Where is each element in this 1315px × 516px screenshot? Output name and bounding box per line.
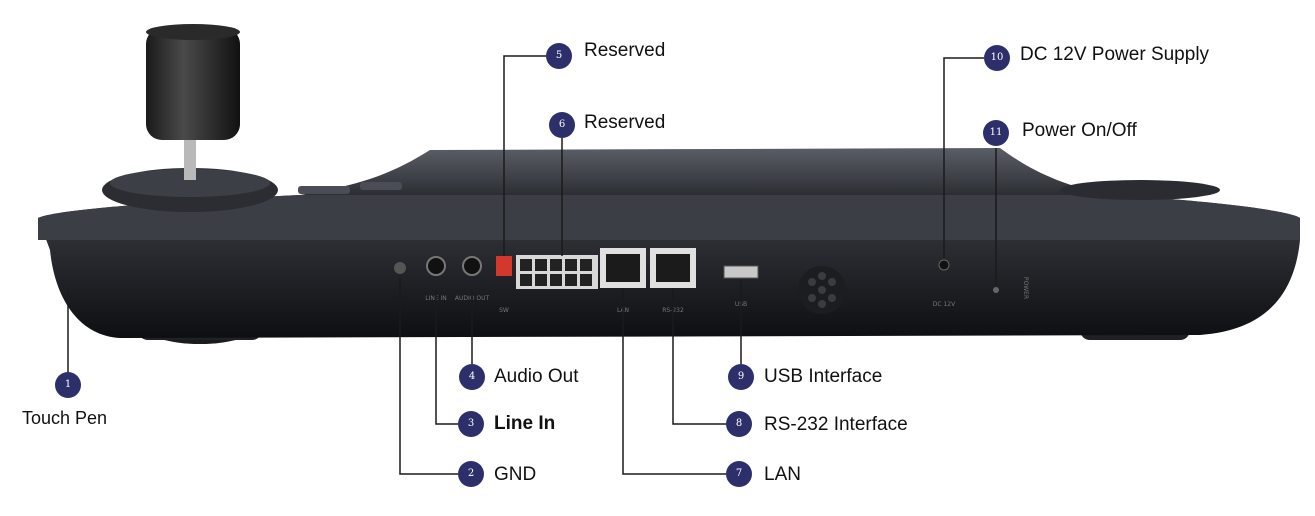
callout-8-badge: 8 <box>726 411 752 437</box>
leader-10 <box>943 57 984 258</box>
lan-port <box>600 248 646 288</box>
callout-5-label: Reserved <box>584 40 666 61</box>
joystick-knob-top <box>146 24 240 40</box>
callout-11-badge: 11 <box>983 120 1009 146</box>
usb-port <box>723 265 759 279</box>
callout-1-badge: 1 <box>55 372 81 398</box>
callout-11-label: Power On/Off <box>1022 120 1137 141</box>
port-label-dc12v: DC 12V <box>933 301 956 308</box>
joystick-base-top <box>110 169 270 197</box>
callout-6-label: Reserved <box>584 112 666 133</box>
callout-7-label: LAN <box>764 464 801 485</box>
callout-10-label: DC 12V Power Supply <box>1020 44 1210 65</box>
leader-2 <box>399 278 458 475</box>
right-top-buttons <box>1060 180 1220 200</box>
callout-8-label: RS-232 Interface <box>764 414 908 435</box>
callout-9-badge: 9 <box>728 364 754 390</box>
power-switch <box>993 287 999 293</box>
gnd-screw <box>394 262 406 274</box>
callout-4-label: Audio Out <box>494 366 579 387</box>
leader-lines <box>67 55 997 475</box>
rs232-port <box>650 248 696 288</box>
port-label-power: POWER <box>1022 277 1029 299</box>
callout-1-label: Touch Pen <box>22 408 108 428</box>
leader-7 <box>622 288 726 475</box>
dc-power-jack <box>938 259 950 271</box>
callout-2-badge: 2 <box>458 461 484 487</box>
callout-5-badge: 5 <box>546 43 572 69</box>
callout-9-label: USB Interface <box>764 366 883 387</box>
top-button-1 <box>298 186 350 194</box>
terminal-block <box>516 255 598 289</box>
top-button-2 <box>360 182 402 190</box>
leader-8 <box>672 288 726 425</box>
line-in-jack <box>426 256 446 276</box>
callout-7-badge: 7 <box>726 461 752 487</box>
callout-2-label: GND <box>494 464 537 485</box>
speaker-grille <box>798 266 846 314</box>
dip-switch <box>496 256 512 276</box>
callout-10-badge: 10 <box>984 45 1010 71</box>
port-label-sw: SW <box>499 307 509 314</box>
leader-3 <box>435 290 458 425</box>
callout-3-label: Line In <box>494 413 556 434</box>
callout-4-badge: 4 <box>459 364 485 390</box>
callout-3-badge: 3 <box>458 411 484 437</box>
audio-out-jack <box>462 256 482 276</box>
callout-6-badge: 6 <box>549 112 575 138</box>
top-hump <box>300 148 1110 195</box>
joystick-knob <box>146 28 240 140</box>
body-top-edge <box>38 195 1300 240</box>
leader-5 <box>503 55 546 256</box>
joystick-shaft <box>184 130 196 180</box>
